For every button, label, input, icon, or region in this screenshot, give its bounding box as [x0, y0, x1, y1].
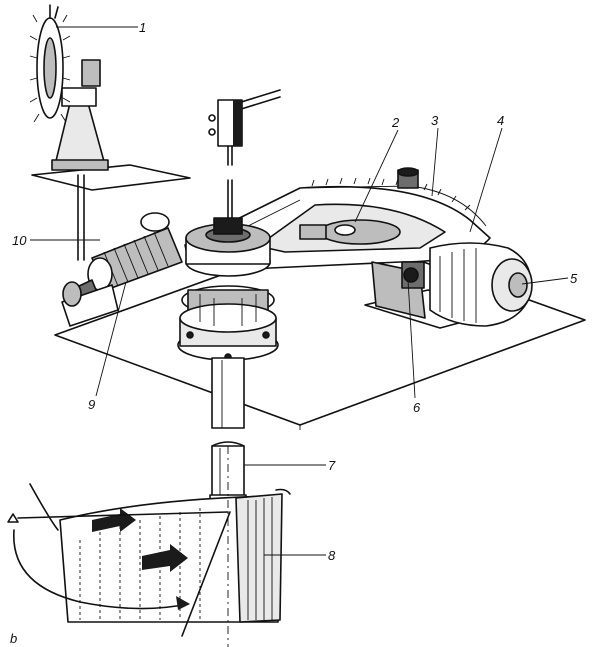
callout-1: 1: [139, 20, 146, 35]
callout-4: 4: [497, 113, 504, 128]
blade: [7, 483, 291, 637]
worm-gear-drive: [61, 212, 183, 327]
callout-5: 5: [570, 271, 578, 286]
callout-10: 10: [12, 233, 27, 248]
central-hub: [177, 217, 279, 429]
callout-2: 2: [391, 115, 400, 130]
leader-lines: [30, 26, 569, 556]
callout-6: 6: [413, 400, 421, 415]
motor: [364, 242, 533, 329]
callout-3: 3: [431, 113, 439, 128]
figure-sublabel: b: [10, 631, 17, 646]
callout-8: 8: [328, 548, 336, 563]
sensor-probe: [208, 89, 281, 231]
callout-9: 9: [88, 397, 95, 412]
handwheel-assembly: [29, 4, 109, 261]
callout-7: 7: [328, 458, 336, 473]
